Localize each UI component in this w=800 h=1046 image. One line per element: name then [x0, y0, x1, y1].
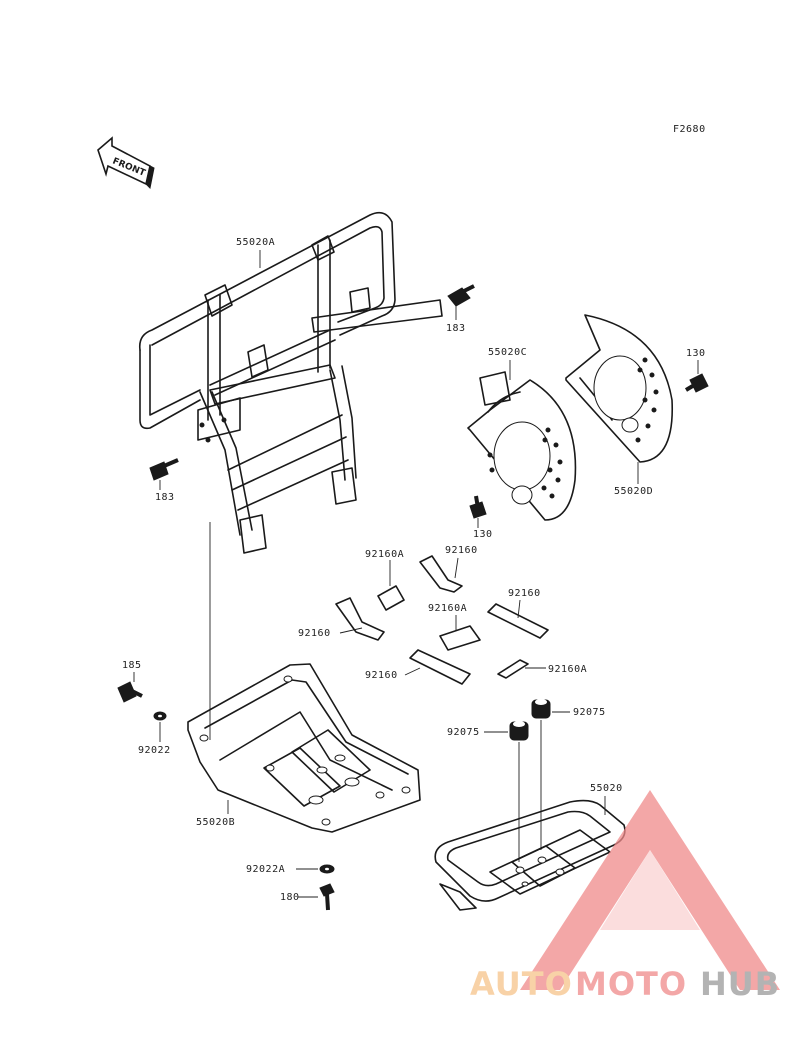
watermark-part1: AUTO — [470, 965, 573, 1003]
label-130-upper: 130 — [686, 348, 706, 359]
washer-92022 — [153, 711, 167, 721]
label-92022a: 92022A — [246, 864, 285, 875]
watermark-logo: AUTO MOTO HUB — [470, 790, 780, 1003]
label-55020c: 55020C — [488, 347, 527, 358]
bolt-185 — [117, 681, 143, 703]
label-185: 185 — [122, 660, 142, 671]
collar-92075-b — [531, 699, 551, 719]
label-92160-1: 92160 — [445, 545, 478, 556]
bolt-183-upper — [447, 284, 475, 307]
label-55020: 55020 — [590, 783, 623, 794]
label-92160a-1: 92160A — [365, 549, 404, 560]
guard-55020c — [467, 371, 577, 521]
watermark-part2: MOTO — [575, 965, 687, 1003]
label-55020b: 55020B — [196, 817, 235, 828]
label-130-lower: 130 — [473, 529, 493, 540]
label-92075-a: 92075 — [447, 727, 480, 738]
pads-group — [335, 555, 549, 685]
label-92075-b: 92075 — [573, 707, 606, 718]
diagram-code: F2680 — [673, 124, 706, 135]
label-92160a-2: 92160A — [428, 603, 467, 614]
watermark-part3: HUB — [700, 965, 780, 1003]
label-92160a-3: 92160A — [548, 664, 587, 675]
bolt-183-lower — [149, 458, 179, 481]
guard-55020a — [138, 211, 443, 554]
label-55020a: 55020A — [236, 237, 275, 248]
guard-55020d — [565, 314, 674, 463]
label-180: 180 — [280, 892, 300, 903]
label-55020d: 55020D — [614, 486, 653, 497]
front-arrow-icon: FRONT — [97, 136, 155, 190]
bolt-130-upper — [684, 373, 709, 393]
bolt-130-lower — [469, 495, 487, 519]
guard-55020b — [187, 663, 421, 833]
label-92160-4: 92160 — [365, 670, 398, 681]
label-92160-3: 92160 — [298, 628, 331, 639]
label-92160-2: 92160 — [508, 588, 541, 599]
label-183-upper: 183 — [446, 323, 466, 334]
label-92022: 92022 — [138, 745, 171, 756]
bolt-180 — [319, 883, 335, 911]
washer-92022a — [319, 864, 335, 874]
label-183-lower: 183 — [155, 492, 175, 503]
collar-92075-a — [509, 721, 529, 741]
